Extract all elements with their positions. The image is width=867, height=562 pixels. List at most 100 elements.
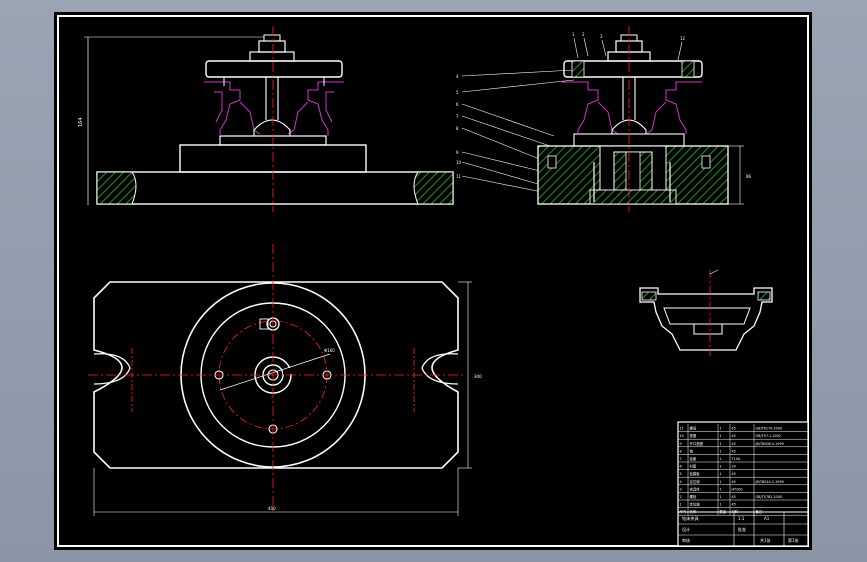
parts-cell: HT200 bbox=[732, 487, 743, 491]
parts-cell: 1 bbox=[720, 465, 722, 469]
parts-cell: 1 bbox=[720, 480, 722, 484]
balloon-labels: 1 2 3 4 5 6 7 8 9 10 11 12 bbox=[456, 32, 686, 179]
page-number-label: 第1张 bbox=[788, 537, 799, 543]
parts-cell: 7 bbox=[680, 457, 682, 461]
section-locating-boss bbox=[611, 119, 647, 135]
balloon-3: 3 bbox=[600, 34, 603, 39]
parts-cell: 钻套 bbox=[690, 456, 697, 461]
c-washer-opening bbox=[283, 368, 295, 374]
base-plate-hatch-right bbox=[413, 171, 454, 205]
parts-cell: GB/T6170-2000 bbox=[756, 427, 783, 431]
balloon-1: 1 bbox=[572, 32, 575, 37]
parts-cell: 1 bbox=[720, 457, 722, 461]
parts-cell: 衬套 bbox=[690, 464, 697, 469]
parts-cell: 45 bbox=[732, 472, 736, 476]
parts-cell: 1 bbox=[720, 442, 722, 446]
parts-cell: 45 bbox=[732, 434, 736, 438]
parts-cell: 1 bbox=[720, 427, 722, 431]
cad-drawing: 164 bbox=[57, 15, 809, 547]
parts-cell: 45 bbox=[732, 503, 736, 507]
parts-cell: T10A bbox=[731, 457, 741, 461]
parts-cell: 8 bbox=[680, 449, 682, 453]
right-slot bbox=[421, 353, 459, 385]
balloon-7: 7 bbox=[456, 114, 459, 119]
left-slot bbox=[93, 353, 131, 385]
parts-cell: 20 bbox=[732, 465, 736, 469]
detail-flange-left-hatch bbox=[641, 291, 657, 301]
parts-cell: 定位销 bbox=[690, 479, 701, 484]
parts-cell: 5 bbox=[680, 472, 682, 476]
parts-cell: 1 bbox=[680, 503, 682, 507]
balloon-12: 12 bbox=[680, 36, 686, 41]
base-plate-hatch-left bbox=[96, 171, 137, 205]
detail-boss bbox=[693, 323, 723, 335]
parts-cell: 9 bbox=[680, 442, 682, 446]
drill-bushing-section bbox=[571, 60, 585, 78]
parts-cell: 45 bbox=[732, 442, 736, 446]
balloon-10: 10 bbox=[456, 160, 462, 165]
scale-label: 1:1 bbox=[738, 516, 745, 521]
section-workpiece-outline bbox=[562, 81, 702, 135]
balloon-11: 11 bbox=[456, 174, 462, 179]
balloon-8: 8 bbox=[456, 126, 459, 131]
balloon-9: 9 bbox=[456, 150, 459, 155]
parts-cell: 1 bbox=[720, 449, 722, 453]
drawing-name: 钻床夹具 bbox=[682, 515, 700, 522]
bottom-plate-section bbox=[589, 189, 677, 205]
parts-cell: 45 bbox=[732, 480, 736, 484]
parts-cell: 45 bbox=[732, 495, 736, 499]
parts-cell: 1 bbox=[720, 495, 722, 499]
parts-cell: 1 bbox=[720, 503, 722, 507]
base-plate bbox=[96, 171, 454, 205]
washer bbox=[249, 51, 295, 62]
parts-cell: JB/T8014.2-1999 bbox=[755, 480, 784, 484]
parts-cell: JB/T8008.4-1999 bbox=[755, 442, 784, 446]
pcd-leader bbox=[219, 353, 331, 391]
detail-view bbox=[639, 269, 773, 356]
parts-cell: 1 bbox=[720, 487, 722, 491]
pin-hole-left bbox=[547, 155, 557, 169]
checker-label: 审核 bbox=[682, 537, 690, 543]
section-view: 1 2 3 4 5 6 7 8 9 10 11 12 bbox=[456, 26, 752, 212]
balloon-2: 2 bbox=[582, 32, 585, 37]
height-dimension-text: 164 bbox=[78, 117, 84, 127]
front-view: 164 bbox=[78, 26, 454, 212]
parts-cell: 4 bbox=[680, 480, 682, 484]
parts-cell: 1 bbox=[720, 434, 722, 438]
pin-hole-right bbox=[701, 155, 711, 169]
parts-cell: 10 bbox=[680, 434, 684, 438]
detail-inner-cavity bbox=[663, 307, 751, 325]
base-plate-outline bbox=[93, 281, 459, 469]
drawing-sheet: 164 bbox=[54, 12, 812, 550]
top-nut bbox=[258, 40, 286, 53]
pin-section bbox=[681, 60, 695, 78]
workpiece-outline bbox=[204, 81, 344, 136]
detail-workpiece-outline bbox=[639, 287, 773, 351]
parts-cell: GB/T97.1-2002 bbox=[756, 434, 782, 438]
parts-cell: 夹具体 bbox=[690, 486, 701, 491]
parts-cell: 螺母 bbox=[690, 426, 697, 431]
parts-cell: 11 bbox=[680, 427, 684, 431]
balloon-5: 5 bbox=[456, 90, 459, 95]
detail-flange-right-hatch bbox=[757, 291, 771, 301]
sheet-size-label: A1 bbox=[764, 516, 770, 521]
width-dimension-text: 300 bbox=[474, 374, 482, 379]
drill-plate bbox=[205, 60, 343, 78]
parts-cell: 定位轴 bbox=[690, 502, 701, 507]
locating-boss bbox=[253, 119, 291, 137]
parts-cell: 45 bbox=[732, 449, 736, 453]
sheet-border bbox=[57, 15, 809, 547]
top-view: Φ160 400 300 bbox=[88, 244, 482, 516]
parts-cell: 垫圈 bbox=[690, 433, 697, 438]
approver-label: 批准 bbox=[738, 526, 746, 532]
section-drill-plate bbox=[563, 60, 703, 78]
parts-cell: 2 bbox=[680, 495, 682, 499]
pcd-dimension-text: Φ160 bbox=[324, 348, 335, 353]
balloon-leaders bbox=[461, 37, 683, 197]
parts-cell: 开口垫圈 bbox=[690, 441, 704, 446]
designer-label: 设计 bbox=[682, 526, 690, 532]
parts-cell: 螺栓 bbox=[690, 494, 697, 499]
bolt-head bbox=[263, 34, 281, 42]
